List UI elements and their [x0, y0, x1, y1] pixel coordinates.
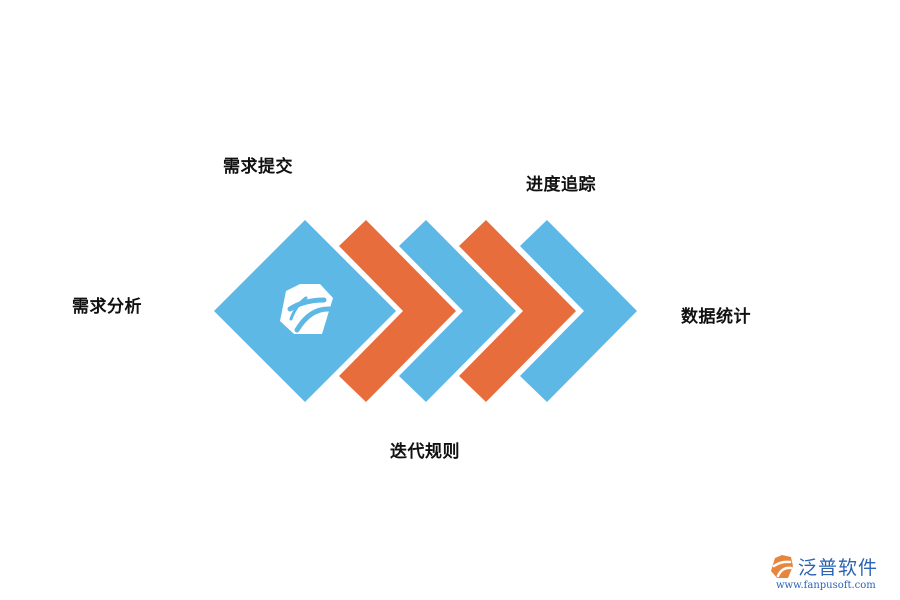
chevron-blue-2 — [520, 220, 637, 402]
step-label-submit: 需求提交 — [223, 157, 293, 177]
watermark-brand: 泛普软件 — [798, 557, 879, 579]
watermark-url: www.fanpusoft.com — [776, 580, 876, 591]
chevron-blue-1 — [399, 220, 516, 402]
chevron-orange-2 — [459, 220, 576, 402]
chevron-orange-1 — [339, 220, 456, 402]
step-label-statistics: 数据统计 — [681, 307, 751, 327]
watermark: 泛普软件 www.fanpusoft.com — [770, 553, 895, 597]
fanpu-logo-icon — [771, 555, 793, 578]
step-label-tracking: 进度追踪 — [526, 175, 596, 195]
step-label-analysis: 需求分析 — [72, 297, 142, 317]
step-label-iteration: 迭代规则 — [390, 442, 460, 462]
fanpu-logo-icon — [280, 284, 333, 334]
